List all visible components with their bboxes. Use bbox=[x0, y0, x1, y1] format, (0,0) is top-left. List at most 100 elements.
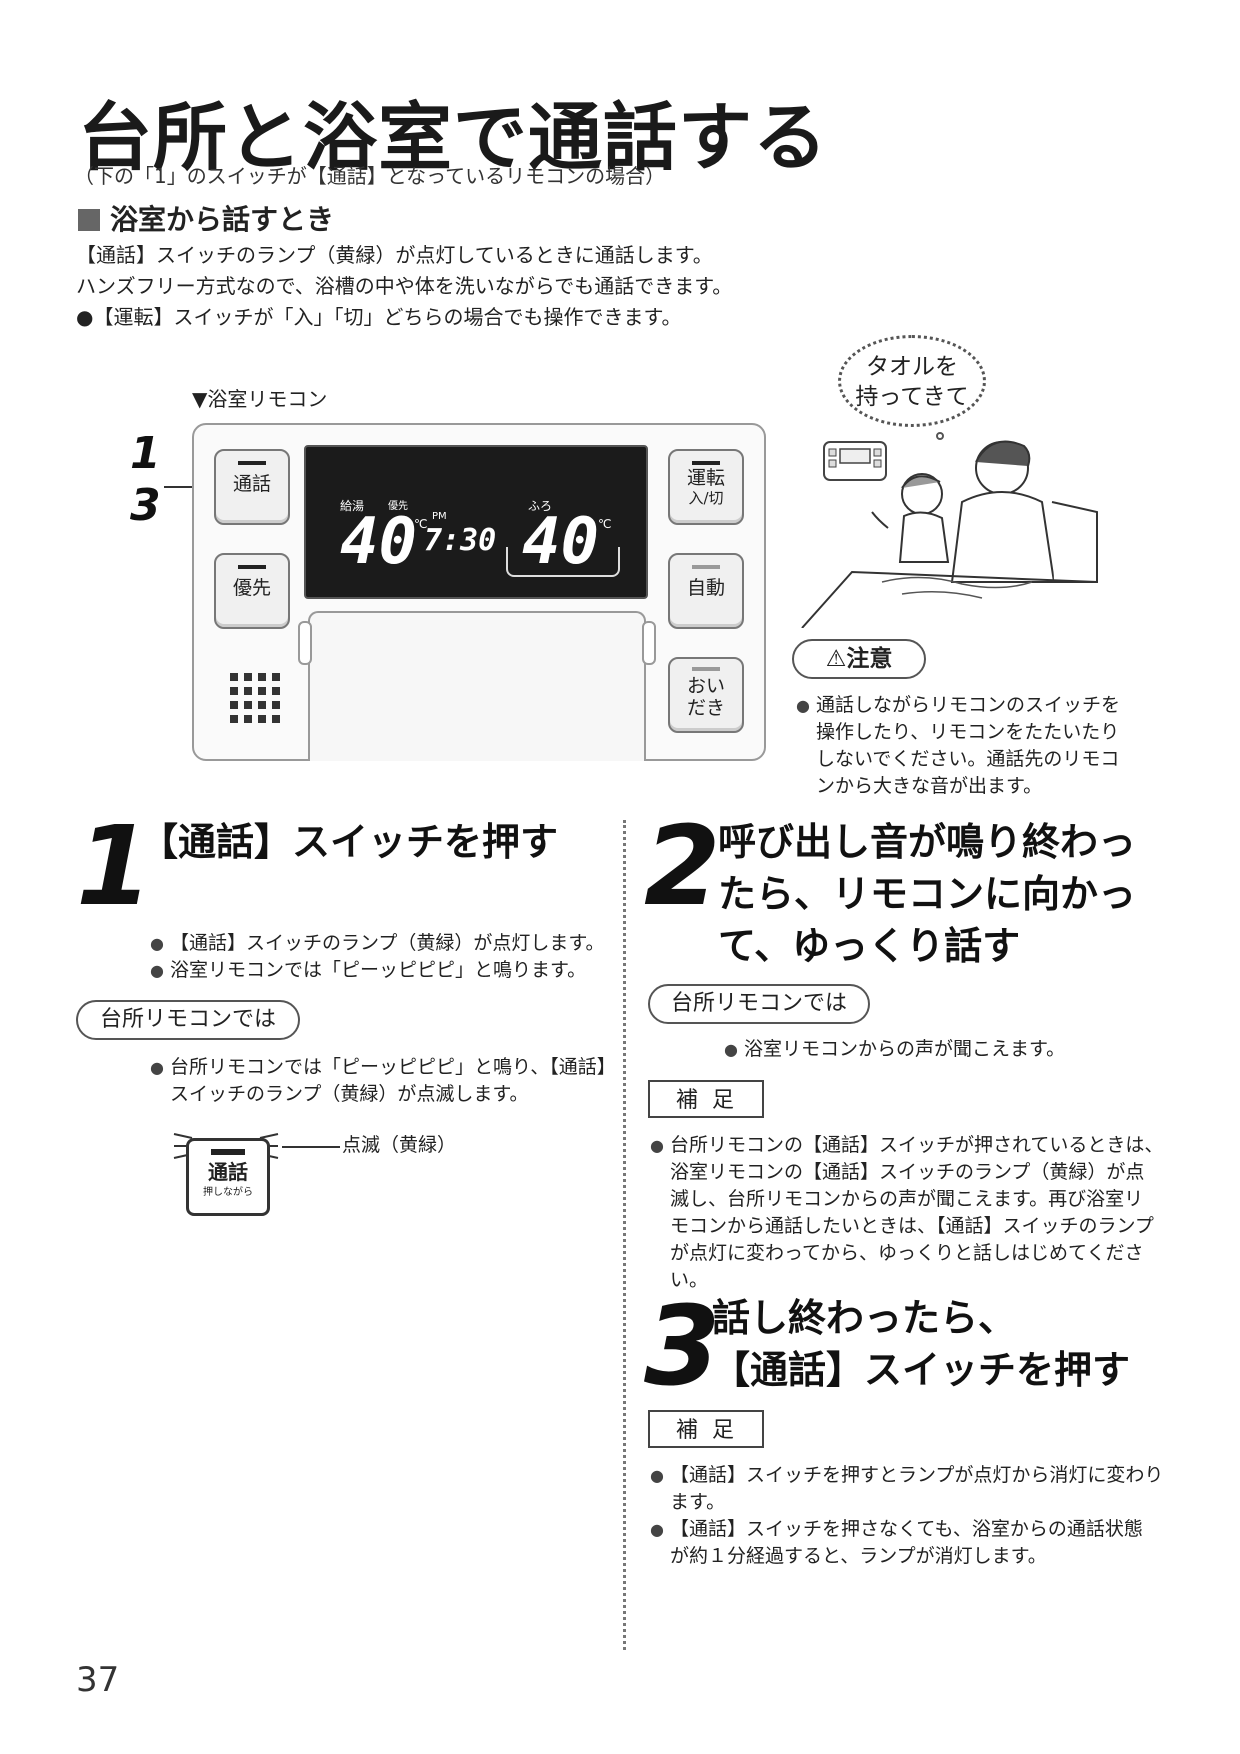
caution-text: 通話しながらリモコンのスイッチを 操作したり、リモコンをたたいたり しないでくだ… bbox=[796, 692, 1146, 800]
talk-button[interactable]: 通話 bbox=[214, 449, 290, 525]
caution-badge-label: 注意 bbox=[846, 646, 893, 672]
square-bullet-icon bbox=[78, 209, 100, 231]
caution-line: 通話しながらリモコンのスイッチを bbox=[816, 694, 1121, 716]
step-3-supplement-item: 【通話】スイッチを押さなくても、浴室からの通話状態 が約１分経過すると、ランプが… bbox=[650, 1516, 1180, 1570]
priority-lamp bbox=[238, 565, 266, 569]
step-1-bullet: 【通話】スイッチのランプ（黄緑）が点灯します。 bbox=[150, 930, 610, 957]
power-button[interactable]: 運転 入/切 bbox=[668, 449, 744, 525]
step-2-kitchen-text: 浴室リモコンからの声が聞こえます。 bbox=[724, 1036, 1144, 1063]
section-heading-text: 浴室から話すとき bbox=[110, 203, 335, 236]
kitchen-talk-sublabel: 押しながら bbox=[203, 1187, 253, 1198]
step-3-supplement-line: ます。 bbox=[670, 1491, 726, 1513]
bath-illustration bbox=[801, 432, 1098, 628]
step-2-title-line: 呼び出し音が鳴り終わっ bbox=[718, 820, 1137, 864]
reheat-button-label: おい bbox=[686, 675, 725, 697]
step-2-kitchen-bullet: 浴室リモコンからの声が聞こえます。 bbox=[724, 1036, 1144, 1063]
talk-button-label: 通話 bbox=[232, 473, 271, 495]
talk-lamp bbox=[238, 461, 266, 465]
priority-button[interactable]: 優先 bbox=[214, 553, 290, 629]
cover-hinge-right bbox=[642, 621, 656, 665]
lcd-time: 7:30 bbox=[424, 523, 497, 558]
auto-button-label: 自動 bbox=[686, 577, 725, 599]
page-subtitle: （下の「1」のスイッチが【通話】となっているリモコンの場合） bbox=[74, 164, 666, 188]
step-3-supplement-item: 【通話】スイッチを押すとランプが点灯から消灯に変わり ます。 bbox=[650, 1462, 1180, 1516]
button-cover[interactable] bbox=[308, 611, 646, 761]
lcd-display: 給湯 優先 40 ℃ PM 7:30 ふろ 40 ℃ bbox=[304, 445, 648, 599]
page-title: 台所と浴室で通話する bbox=[78, 95, 828, 181]
intro-line: ●【運転】スイッチが「入」「切」どちらの場合でも操作できます。 bbox=[76, 305, 682, 329]
reheat-lamp bbox=[692, 667, 720, 671]
step-3-supplement-text: 【通話】スイッチを押すとランプが点灯から消灯に変わり ます。 【通話】スイッチを… bbox=[650, 1462, 1180, 1570]
step-1-kitchen-item: 台所リモコンでは「ピーッピピピ」と鳴り、【通話】 スイッチのランプ（黄緑）が点滅… bbox=[150, 1054, 616, 1108]
kitchen-talk-lamp bbox=[211, 1149, 245, 1155]
lcd-bath-temp: 40 bbox=[522, 505, 600, 579]
step-2-title: 呼び出し音が鳴り終わっ たら、リモコンに向かっ て、ゆっくり話す bbox=[718, 816, 1136, 972]
reheat-button[interactable]: おい だき bbox=[668, 657, 744, 733]
lcd-priority-label: 優先 bbox=[388, 501, 408, 512]
auto-button[interactable]: 自動 bbox=[668, 553, 744, 629]
caution-badge: ⚠注意 bbox=[792, 639, 926, 679]
intro-line: 【通話】スイッチのランプ（黄緑）が点灯しているときに通話します。 bbox=[76, 243, 713, 267]
callout-number-1: 1 bbox=[130, 428, 161, 479]
step-2-number: 2 bbox=[644, 802, 721, 930]
lcd-bath-label: ふろ bbox=[528, 499, 553, 513]
step-1-kitchen-text: 台所リモコンでは「ピーッピピピ」と鳴り、【通話】 スイッチのランプ（黄緑）が点滅… bbox=[150, 1054, 616, 1108]
step-1-kitchen-pill: 台所リモコンでは bbox=[76, 1000, 300, 1040]
step-2-supplement-line: 台所リモコンの【通話】スイッチが押されているときは、 bbox=[670, 1134, 1164, 1156]
lcd-unit: ℃ bbox=[414, 517, 428, 531]
step-2-supplement-label: 補足 bbox=[648, 1080, 764, 1118]
bubble-line: タオルを bbox=[866, 354, 958, 380]
step-1-title: 【通話】スイッチを押す bbox=[140, 820, 559, 864]
page-number: 37 bbox=[76, 1660, 120, 1700]
step-2-supplement-line: 滅し、台所リモコンからの声が聞こえます。再び浴室リ bbox=[670, 1188, 1144, 1210]
kitchen-talk-label: 通話 bbox=[208, 1160, 248, 1184]
flash-note-line bbox=[282, 1146, 340, 1148]
step-3-title-line: 話し終わったら、 bbox=[712, 1296, 1017, 1340]
callout-number-3: 3 bbox=[130, 480, 161, 531]
step-1-bullets: 【通話】スイッチのランプ（黄緑）が点灯します。 浴室リモコンでは「ピーッピピピ」… bbox=[150, 930, 610, 984]
step-2-supplement-text: 台所リモコンの【通話】スイッチが押されているときは、 浴室リモコンの【通話】スイ… bbox=[650, 1132, 1180, 1294]
caution-line: ンから大きな音が出ます。 bbox=[816, 775, 1043, 797]
step-3-supplement-label: 補足 bbox=[648, 1410, 764, 1448]
column-divider bbox=[623, 820, 626, 1650]
warning-icon: ⚠ bbox=[825, 646, 847, 672]
step-2-supplement-line: モコンから通話したいときは、【通話】スイッチのランプ bbox=[670, 1215, 1154, 1237]
step-1-kitchen-line: 台所リモコンでは「ピーッピピピ」と鳴り、【通話】 bbox=[170, 1056, 616, 1078]
step-3-title-line: 【通話】スイッチを押す bbox=[712, 1348, 1131, 1392]
power-lamp bbox=[692, 461, 720, 465]
lcd-supply-label: 給湯 bbox=[340, 499, 365, 513]
step-3-title: 話し終わったら、 【通話】スイッチを押す bbox=[712, 1292, 1130, 1396]
intro-line: ハンズフリー方式なので、浴槽の中や体を洗いながらでも通話できます。 bbox=[76, 274, 733, 298]
step-2-supplement-line: 浴室リモコンの【通話】スイッチのランプ（黄緑）が点 bbox=[670, 1161, 1145, 1183]
caution-line: 操作したり、リモコンをたたいたり bbox=[816, 721, 1120, 743]
step-1-bullet: 浴室リモコンでは「ピーッピピピ」と鳴ります。 bbox=[150, 957, 610, 984]
caution-line: しないでください。通話先のリモコ bbox=[816, 748, 1120, 770]
step-2-supplement-item: 台所リモコンの【通話】スイッチが押されているときは、 浴室リモコンの【通話】スイ… bbox=[650, 1132, 1180, 1294]
power-button-sublabel: 入/切 bbox=[688, 489, 724, 507]
step-3-number: 3 bbox=[644, 1282, 721, 1410]
bathroom-remote: 通話 優先 給湯 優先 40 ℃ PM 7:30 ふろ 40 ℃ 運転 入/切 … bbox=[192, 423, 766, 761]
step-1-number: 1 bbox=[76, 802, 153, 930]
cover-hinge-left bbox=[298, 621, 312, 665]
speech-bubble: タオルを 持ってきて bbox=[838, 335, 986, 427]
lcd-pm: PM bbox=[432, 511, 447, 522]
step-3-supplement-line: 【通話】スイッチを押さなくても、浴室からの通話状態 bbox=[670, 1518, 1143, 1540]
step-2-title-line: て、ゆっくり話す bbox=[718, 924, 1021, 968]
step-2-kitchen-pill: 台所リモコンでは bbox=[648, 984, 870, 1024]
kitchen-talk-button[interactable]: 通話 押しながら bbox=[186, 1138, 270, 1216]
priority-button-label: 優先 bbox=[232, 577, 271, 599]
step-2-supplement-line: が点灯に変わってから、ゆっくりと話しはじめてください。 bbox=[670, 1242, 1144, 1291]
lcd-unit: ℃ bbox=[598, 517, 612, 531]
lcd-supply-temp: 40 bbox=[340, 505, 418, 579]
reheat-button-label-2: だき bbox=[686, 697, 725, 719]
step-3-supplement-line: が約１分経過すると、ランプが消灯します。 bbox=[670, 1545, 1047, 1567]
remote-label: ▼浴室リモコン bbox=[192, 387, 328, 411]
speaker-grille bbox=[230, 673, 280, 723]
step-1-kitchen-line: スイッチのランプ（黄緑）が点滅します。 bbox=[170, 1083, 529, 1105]
bath-level-frame bbox=[506, 547, 620, 577]
flash-note: 点滅（黄緑） bbox=[342, 1134, 457, 1156]
bubble-line: 持ってきて bbox=[855, 384, 969, 410]
step-2-title-line: たら、リモコンに向かっ bbox=[718, 872, 1137, 916]
section-heading: 浴室から話すとき bbox=[78, 198, 334, 238]
caution-item: 通話しながらリモコンのスイッチを 操作したり、リモコンをたたいたり しないでくだ… bbox=[796, 692, 1146, 800]
